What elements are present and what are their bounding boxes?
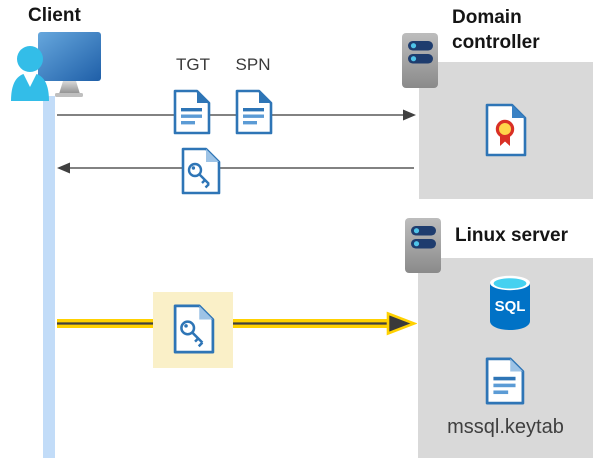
spn-document-icon	[235, 89, 273, 135]
response-arrow	[57, 162, 414, 174]
domain-controller-label: Domain controller	[452, 7, 540, 53]
tgt-label: TGT	[176, 55, 210, 74]
sql-label: SQL	[495, 298, 526, 315]
keytab-file-label: mssql.keytab	[447, 416, 564, 438]
client-user-monitor-icon	[11, 32, 101, 101]
key-document-icon	[181, 147, 221, 195]
tgt-document-icon	[173, 89, 211, 135]
client-label: Client	[28, 5, 81, 26]
client-lifeline	[43, 96, 55, 458]
spn-label: SPN	[235, 55, 271, 74]
highlighted-key-document-icon	[173, 304, 215, 354]
keytab-auth-arrow	[57, 311, 417, 336]
keytab-document-icon	[485, 357, 525, 405]
linux-server-label: Linux server	[455, 225, 568, 246]
request-arrow	[57, 109, 416, 121]
linux-server-icon	[405, 218, 441, 273]
domain-controller-server-icon	[402, 33, 438, 88]
certificate-icon	[485, 103, 527, 157]
sql-database-icon: SQL	[490, 275, 530, 330]
